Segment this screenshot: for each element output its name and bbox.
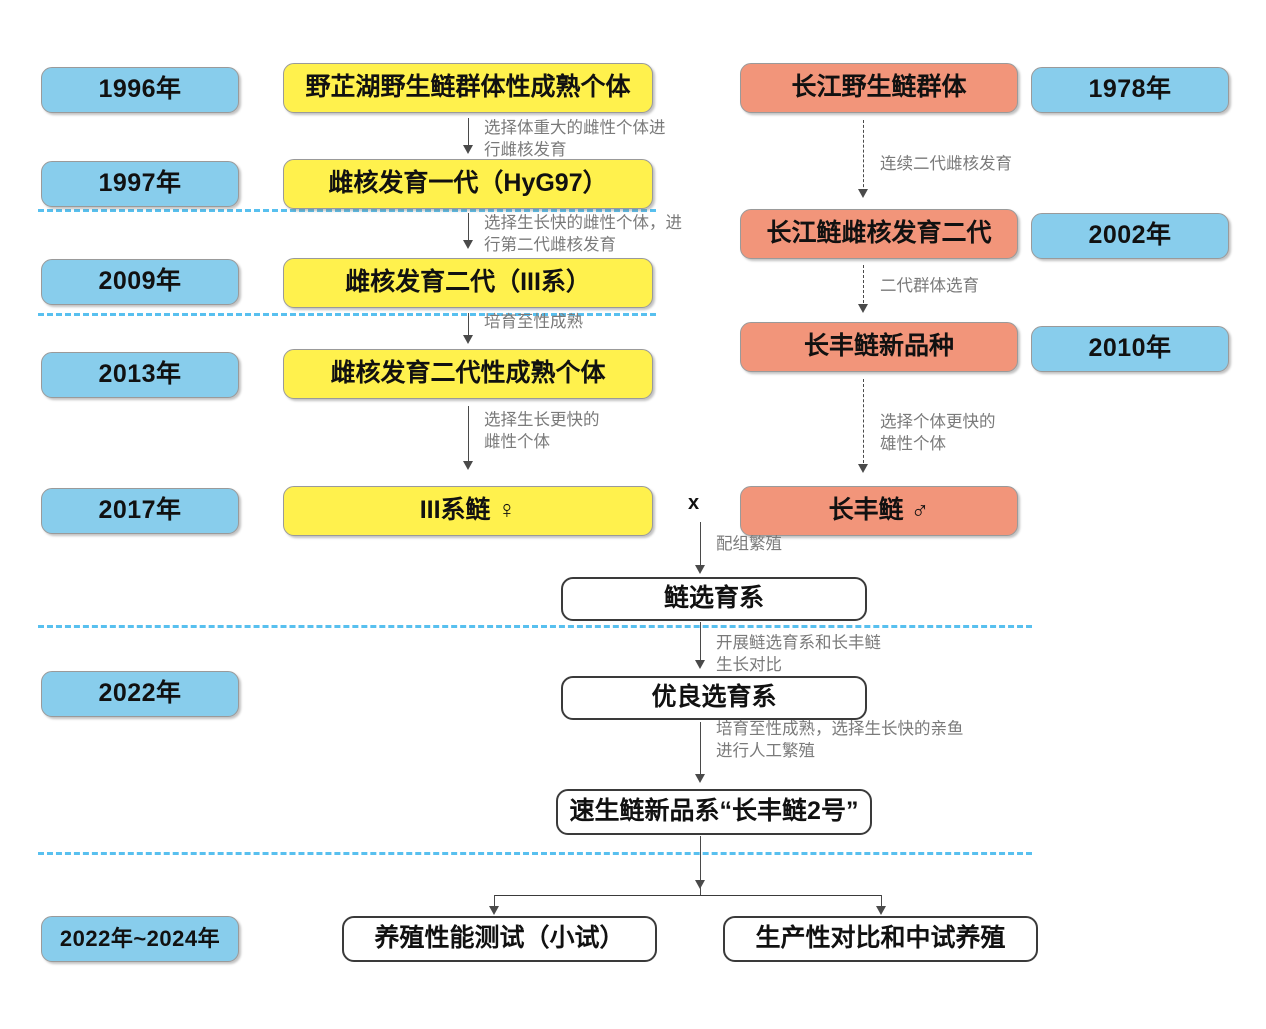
arrowhead-right-2	[858, 304, 868, 313]
arrowhead-left-1	[463, 145, 473, 154]
connector-right-2	[863, 265, 864, 308]
arrowhead-split-right	[876, 906, 886, 915]
year-badge-2022-2024[interactable]: 2022年~2024年	[41, 916, 239, 962]
connector-left-1	[468, 118, 469, 148]
node-result-pilot-production[interactable]: 生产性对比和中试养殖	[723, 916, 1038, 962]
year-badge-2009[interactable]: 2009年	[41, 259, 239, 305]
year-badge-2013[interactable]: 2013年	[41, 352, 239, 398]
note-right-c: 选择个体更快的 雄性个体	[880, 412, 996, 453]
note-left-d: 选择生长更快的 雌性个体	[484, 410, 600, 451]
era-separator-2	[38, 313, 656, 316]
node-left-gyno-gen1[interactable]: 雌核发育一代（HyG97）	[283, 159, 653, 209]
node-left-gyno-gen2-mature[interactable]: 雌核发育二代性成熟个体	[283, 349, 653, 399]
arrowhead-left-3	[463, 335, 473, 344]
connector-mid-2	[700, 622, 701, 664]
arrowhead-mid-1	[695, 565, 705, 574]
node-left-line3-female[interactable]: III系鲢 ♀	[283, 486, 653, 536]
arrowhead-right-1	[858, 189, 868, 198]
era-separator-1	[38, 209, 656, 212]
era-separator-4	[38, 852, 1032, 855]
connector-left-3	[468, 313, 469, 338]
arrowhead-left-2	[463, 240, 473, 249]
year-badge-1978[interactable]: 1978年	[1031, 67, 1229, 113]
connector-mid-1	[700, 522, 701, 568]
connector-split-right	[881, 895, 882, 912]
year-badge-1996[interactable]: 1996年	[41, 67, 239, 113]
node-right-changfeng-variety[interactable]: 长丰鲢新品种	[740, 322, 1018, 372]
node-right-changfeng-male[interactable]: 长丰鲢 ♂	[740, 486, 1018, 536]
connector-mid-3	[700, 722, 701, 778]
arrowhead-right-3	[858, 464, 868, 473]
node-result-selection-line[interactable]: 鲢选育系	[561, 577, 867, 621]
node-left-gyno-gen2[interactable]: 雌核发育二代（III系）	[283, 258, 653, 308]
arrowhead-mid-2	[695, 660, 705, 669]
note-left-c: 培育至性成熟	[484, 312, 583, 331]
year-badge-2002[interactable]: 2002年	[1031, 213, 1229, 259]
connector-right-3	[863, 379, 864, 468]
arrowhead-mid-3	[695, 774, 705, 783]
connector-left-4	[468, 406, 469, 464]
era-separator-3	[38, 625, 1032, 628]
connector-split-stem	[700, 836, 701, 895]
note-mid-b: 开展鲢选育系和长丰鲢 生长对比	[716, 633, 881, 674]
year-badge-2010[interactable]: 2010年	[1031, 326, 1229, 372]
connector-right-1	[863, 120, 864, 192]
node-result-superior-line[interactable]: 优良选育系	[561, 676, 867, 720]
note-left-b: 选择生长快的雌性个体，进 行第二代雌核发育	[484, 213, 682, 254]
note-right-b: 二代群体选育	[880, 276, 979, 295]
node-right-gyno-gen2[interactable]: 长江鲢雌核发育二代	[740, 209, 1018, 259]
note-right-a: 连续二代雌核发育	[880, 154, 1012, 173]
year-badge-1997[interactable]: 1997年	[41, 161, 239, 207]
year-badge-2022[interactable]: 2022年	[41, 671, 239, 717]
note-left-a: 选择体重大的雌性个体进 行雌核发育	[484, 118, 666, 159]
note-mid-a: 配组繁殖	[716, 534, 782, 553]
node-result-new-strain[interactable]: 速生鲢新品系“长丰鲢2号”	[556, 789, 872, 835]
year-badge-2017[interactable]: 2017年	[41, 488, 239, 534]
connector-split-bar	[494, 895, 882, 896]
cross-symbol: x	[688, 492, 700, 514]
node-result-small-scale-test[interactable]: 养殖性能测试（小试）	[342, 916, 657, 962]
connector-left-2	[468, 213, 469, 243]
node-left-wild-population[interactable]: 野芷湖野生鲢群体性成熟个体	[283, 63, 653, 113]
note-mid-c: 培育至性成熟，选择生长快的亲鱼 进行人工繁殖	[716, 719, 964, 760]
node-right-yangtze-wild[interactable]: 长江野生鲢群体	[740, 63, 1018, 113]
arrowhead-split-stem	[695, 880, 705, 889]
connector-split-left	[494, 895, 495, 912]
arrowhead-left-4	[463, 461, 473, 470]
arrowhead-split-left	[489, 906, 499, 915]
